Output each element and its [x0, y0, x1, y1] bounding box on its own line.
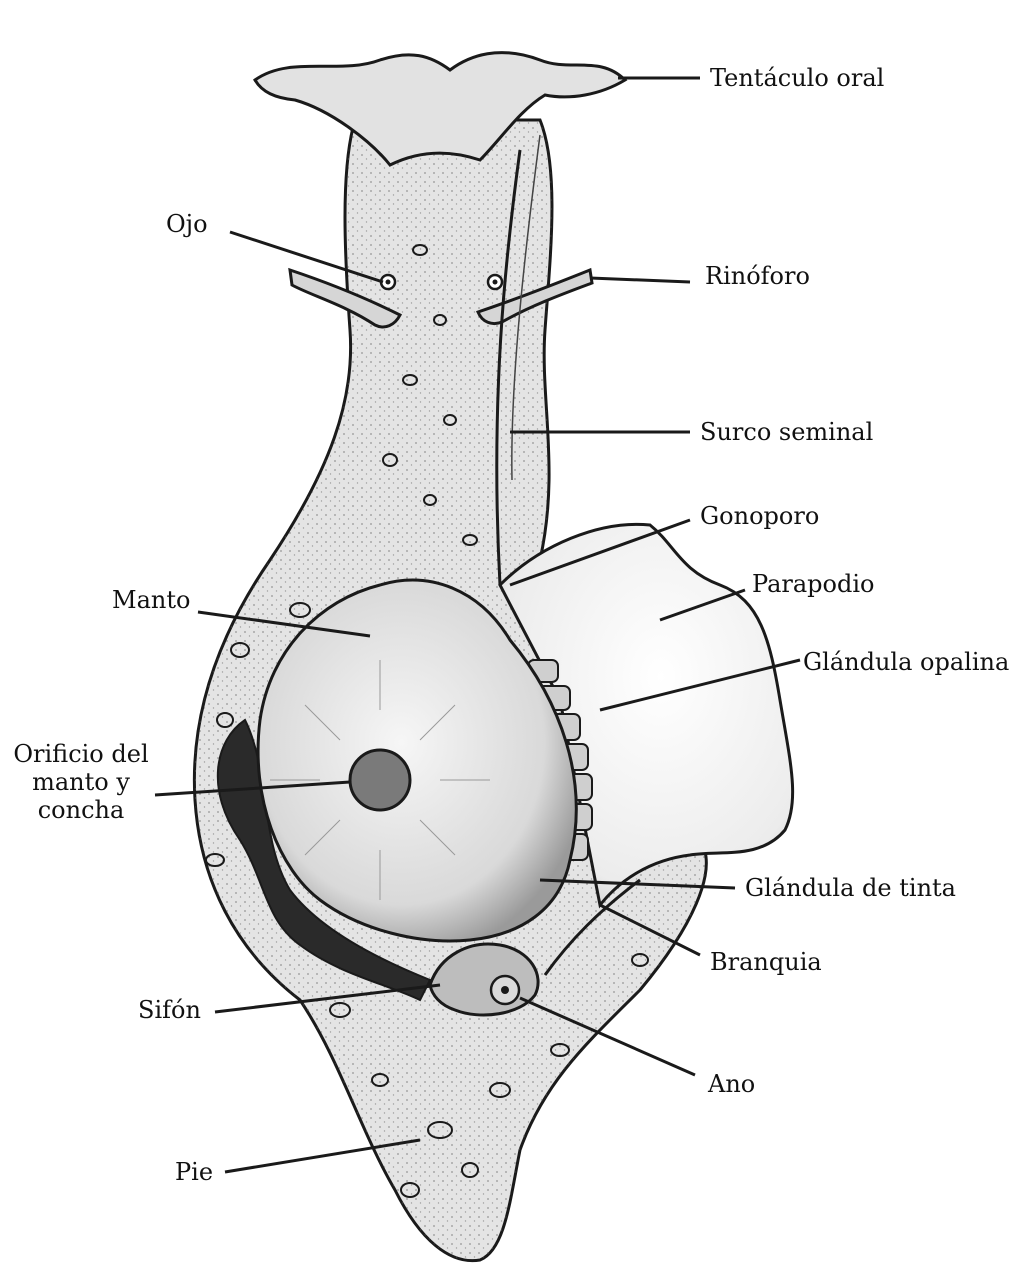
label-gill: Branquia — [710, 948, 822, 976]
label-seminal-groove: Surco seminal — [700, 418, 873, 446]
label-foot: Pie — [175, 1158, 213, 1186]
label-gonopore: Gonoporo — [700, 502, 819, 530]
label-mantle-orifice-line3: concha — [6, 796, 156, 824]
oral-tentacles — [255, 53, 625, 165]
label-opaline-gland: Glándula opalina — [803, 648, 1009, 676]
label-anus: Ano — [708, 1070, 755, 1098]
label-parapodium: Parapodio — [752, 570, 874, 598]
label-mantle: Manto — [112, 586, 190, 614]
label-ink-gland: Glándula de tinta — [745, 874, 956, 902]
label-oral-tentacle: Tentáculo oral — [710, 64, 884, 92]
label-siphon: Sifón — [138, 996, 201, 1024]
label-rhinophore: Rinóforo — [705, 262, 810, 290]
label-eye: Ojo — [166, 210, 208, 238]
label-mantle-orifice-line1: Orificio del — [6, 740, 156, 768]
label-mantle-orifice: Orificio del manto y concha — [6, 740, 156, 824]
label-mantle-orifice-line2: manto y — [6, 768, 156, 796]
mantle-orifice — [350, 750, 410, 810]
